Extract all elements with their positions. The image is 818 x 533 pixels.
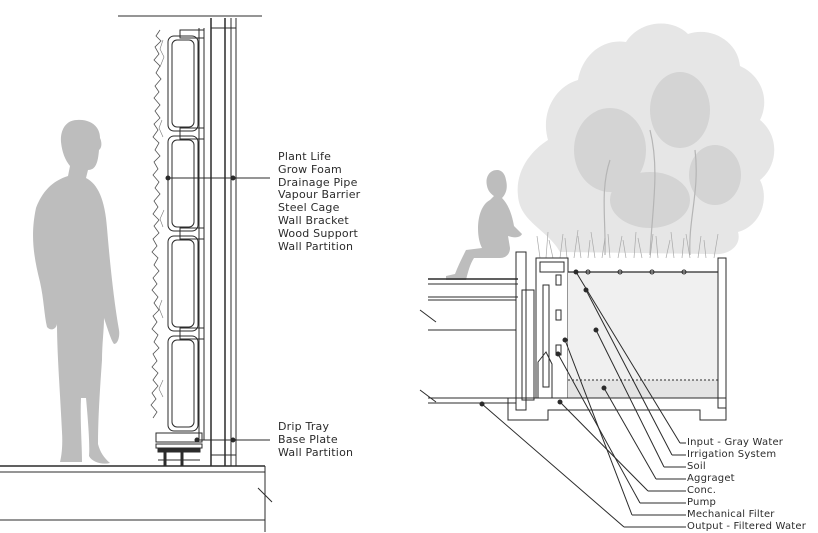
label-irrigation-system: Irrigation System <box>687 449 777 460</box>
irrigation-emitter <box>649 269 655 275</box>
label-wall-partition-lower: Wall Partition <box>278 445 354 459</box>
right-leader-lines <box>479 269 686 528</box>
pump-unit <box>537 351 553 399</box>
wall-partition <box>210 18 237 466</box>
label-drip-tray: Drip Tray <box>278 420 330 433</box>
label-pump: Pump <box>687 497 717 508</box>
soil-fill <box>568 272 718 380</box>
label-drainage-pipe: Drainage Pipe <box>278 175 358 189</box>
mechanical-filter-pipe <box>542 284 550 388</box>
floor-slab <box>0 465 273 532</box>
grasses <box>536 229 719 259</box>
standing-person-silhouette <box>33 119 120 464</box>
steel-cage-modules <box>167 35 199 432</box>
aggregate-fill <box>568 380 718 398</box>
seated-person-silhouette <box>446 170 522 280</box>
plant-foliage <box>150 29 162 419</box>
pump-fitting <box>555 309 562 321</box>
label-mechanical-filter: Mechanical Filter <box>687 509 775 520</box>
label-vapour-barrier: Vapour Barrier <box>278 188 361 202</box>
planter-structure <box>507 251 727 421</box>
label-aggregate: Aggraget <box>687 473 735 484</box>
label-grow-foam: Grow Foam <box>278 162 342 176</box>
label-wall-partition: Wall Partition <box>278 239 354 253</box>
irrigation-emitter <box>681 269 687 275</box>
label-input-gray-water: Input - Gray Water <box>687 437 784 448</box>
pump-fitting <box>555 274 562 286</box>
label-plant-life: Plant Life <box>278 150 332 163</box>
wall-upper-labels: Plant Life Grow Foam Drainage Pipe Vapou… <box>278 150 361 253</box>
wall-lower-labels: Drip Tray Base Plate Wall Partition <box>278 420 354 459</box>
label-wall-bracket: Wall Bracket <box>278 213 349 227</box>
label-output-filtered-water: Output - Filtered Water <box>687 521 807 532</box>
wall-brackets <box>179 29 205 340</box>
irrigation-emitter <box>617 269 623 275</box>
tree-foliage-shading <box>574 72 741 228</box>
label-wood-support: Wood Support <box>278 226 359 240</box>
label-steel-cage: Steel Cage <box>278 201 340 215</box>
wall-section-drawing <box>0 15 273 532</box>
left-leader-lines <box>165 175 270 443</box>
label-soil: Soil <box>687 461 706 472</box>
base-plate <box>157 447 201 466</box>
tree-trunks <box>603 129 697 256</box>
terrace-slab <box>419 278 518 404</box>
planter-labels: Input - Gray Water Irrigation System Soi… <box>687 437 806 533</box>
plant-foliage-detail <box>158 39 165 398</box>
irrigation-emitter <box>585 269 591 275</box>
label-concrete: Conc. <box>687 485 717 496</box>
label-base-plate: Base Plate <box>278 432 338 446</box>
